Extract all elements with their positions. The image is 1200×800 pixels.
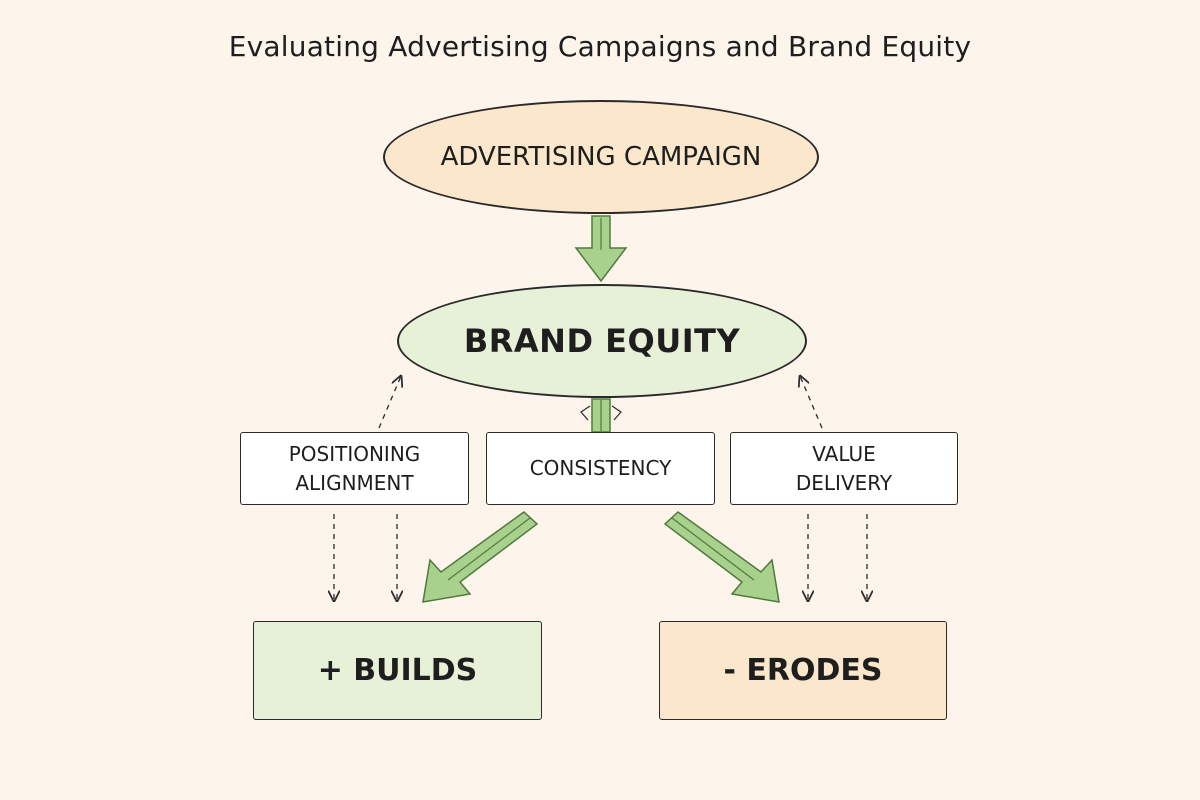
erodes-label: - ERODES bbox=[723, 653, 883, 688]
consistency-to-builds-arrow-line bbox=[447, 517, 531, 581]
diagram-title: Evaluating Advertising Campaigns and Bra… bbox=[228, 30, 972, 63]
value-feedback-arrow bbox=[800, 376, 823, 429]
advertising-campaign-label: ADVERTISING CAMPAIGN bbox=[440, 142, 762, 172]
erodes-box: - ERODES bbox=[659, 621, 947, 720]
builds-box: + BUILDS bbox=[253, 621, 542, 720]
value-label-line2: DELIVERY bbox=[795, 470, 893, 495]
positioning-label-line2: ALIGNMENT bbox=[295, 470, 414, 495]
value-label-line1: VALUE bbox=[812, 441, 876, 466]
positioning-alignment-box: POSITIONING ALIGNMENT bbox=[240, 432, 469, 505]
consistency-to-erodes-arrow-line bbox=[671, 517, 755, 581]
positioning-label-line1: POSITIONING bbox=[288, 441, 421, 466]
positioning-feedback-arrow bbox=[378, 376, 401, 429]
consistency-box: CONSISTENCY bbox=[486, 432, 715, 505]
consistency-label: CONSISTENCY bbox=[529, 456, 672, 480]
brand-equity-label: BRAND EQUITY bbox=[463, 322, 741, 360]
builds-label: + BUILDS bbox=[317, 653, 478, 688]
equity-stem-head-left bbox=[580, 405, 591, 421]
brand-equity-node: BRAND EQUITY bbox=[397, 284, 807, 398]
equity-stem-head-right bbox=[611, 405, 622, 421]
value-delivery-box: VALUE DELIVERY bbox=[730, 432, 958, 505]
advertising-campaign-node: ADVERTISING CAMPAIGN bbox=[383, 100, 819, 214]
